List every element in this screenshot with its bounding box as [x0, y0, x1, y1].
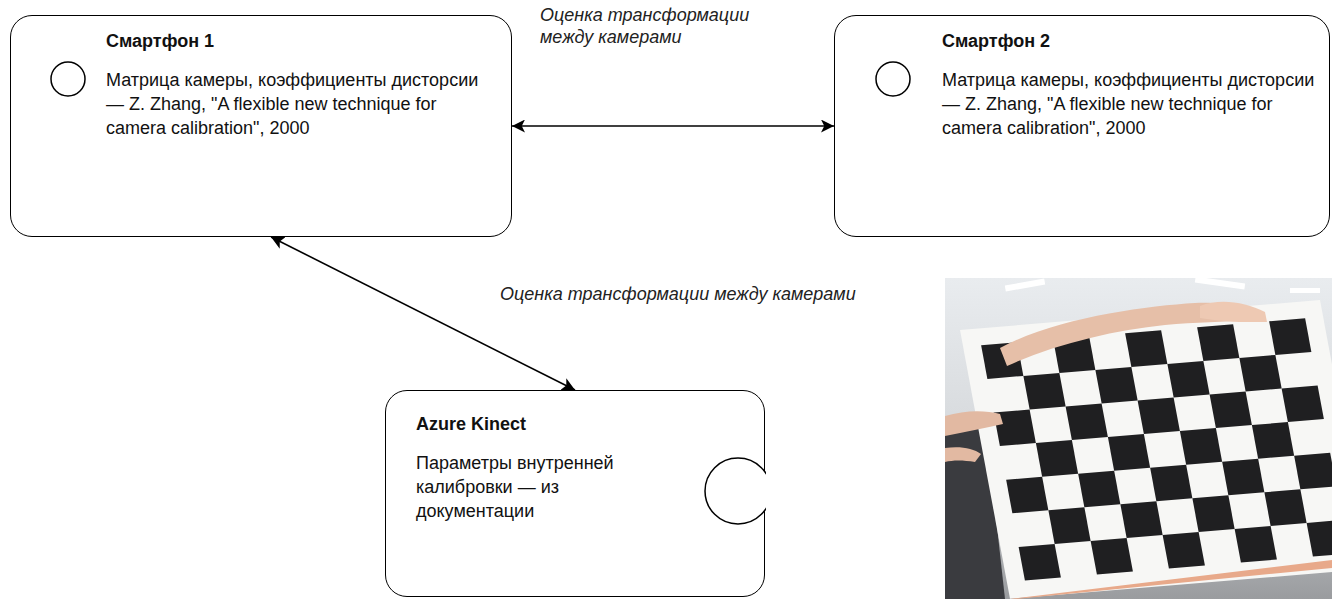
transform-arrow	[512, 125, 834, 127]
camera-lens-circle	[705, 458, 766, 524]
transform-arrow	[271, 237, 575, 390]
edge-label: Оценка трансформации между камерами	[540, 4, 780, 48]
node-text-group: Смартфон 1 Матрица камеры, коэффициенты д…	[106, 16, 501, 140]
box-description: Матрица камеры, коэффициенты дисторсии —…	[106, 68, 501, 140]
box-description: Параметры внутренней калибровки — из док…	[416, 451, 651, 523]
box-heading: Смартфон 2	[942, 30, 1322, 52]
box-heading: Azure Kinect	[416, 413, 651, 435]
camera-box: Смартфон 1 Матрица камеры, коэффициенты д…	[10, 15, 512, 237]
camera-lens-circle	[51, 62, 85, 96]
node-text-group: Azure KinectПараметры внутренней калибро…	[416, 391, 651, 523]
node-text-group: Смартфон 2 Матрица камеры, коэффициенты д…	[942, 16, 1322, 140]
edge-label: Оценка трансформации между камерами	[500, 283, 870, 305]
box-heading: Смартфон 1	[106, 30, 501, 52]
box-description: Матрица камеры, коэффициенты дисторсии —…	[942, 68, 1322, 140]
checkerboard-photo	[945, 278, 1332, 599]
camera-box: Смартфон 2 Матрица камеры, коэффициенты д…	[834, 15, 1330, 237]
camera-lens-circle	[876, 62, 910, 96]
camera-box: Azure KinectПараметры внутренней калибро…	[385, 390, 765, 597]
